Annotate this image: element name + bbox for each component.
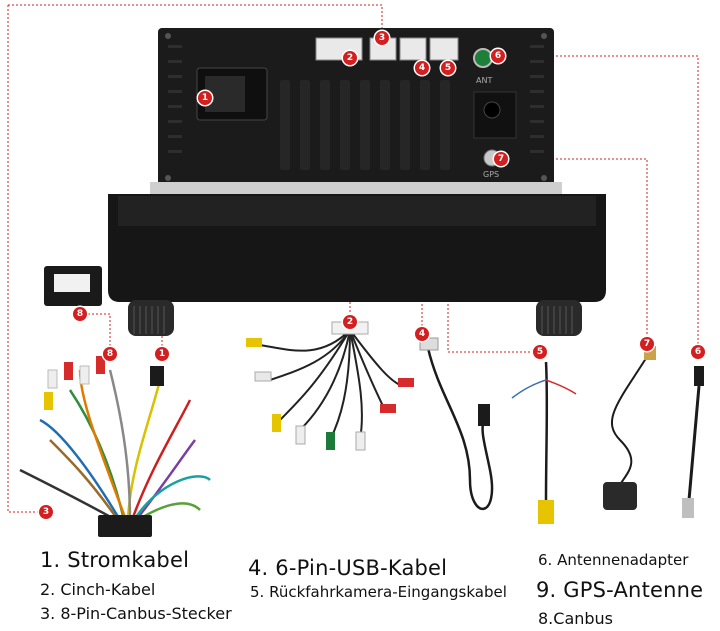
callout-badge: 3: [39, 505, 53, 519]
ant-port-label: ANT: [476, 76, 493, 85]
callout-badge: 2: [343, 51, 357, 65]
usb-cable: [426, 347, 494, 511]
gps-antenna: [603, 346, 656, 510]
head-unit-rear-housing: [158, 28, 554, 188]
callout-badge: 8: [103, 347, 117, 361]
rca-plugs: [246, 321, 414, 451]
power-harness: [19, 369, 211, 522]
caption-canbus-plug: 3. 8-Pin-Canbus-Stecker: [40, 604, 232, 623]
callout-badge: 4: [415, 327, 429, 341]
callout-badge: 5: [441, 61, 455, 75]
usb-plug: [478, 404, 490, 426]
caption-rca-cable: 2. Cinch-Kabel: [40, 580, 156, 599]
rca-plugs-power: [44, 356, 164, 410]
callout-badge: 7: [640, 337, 654, 351]
callout-badge: 1: [155, 347, 169, 361]
callout-badge: 3: [375, 31, 389, 45]
camera-cable: [511, 361, 577, 501]
canbus-box: [44, 266, 102, 306]
caption-power-cable: 1. Stromkabel: [40, 548, 190, 572]
head-unit-front-bezel: [108, 182, 606, 336]
callout-badge: 6: [491, 49, 505, 63]
camera-rca-plug: [538, 500, 554, 524]
caption-gps-antenna: 9. GPS-Antenne: [536, 578, 704, 602]
callout-badge: 4: [415, 61, 429, 75]
callout-badge: 1: [198, 91, 212, 105]
callout-badge: 2: [343, 315, 357, 329]
callout-badge: 5: [533, 345, 547, 359]
callout-badge: 6: [691, 345, 705, 359]
callout-badge: 7: [494, 152, 508, 166]
iso-plug: [98, 515, 152, 537]
caption-usb-cable: 4. 6-Pin-USB-Kabel: [248, 556, 448, 580]
caption-camera-cable: 5. Rückfahrkamera-Eingangskabel: [250, 583, 507, 601]
gps-port-label: GPS: [483, 170, 500, 179]
caption-canbus: 8.Canbus: [538, 609, 614, 628]
caption-antenna-adapter: 6. Antennenadapter: [538, 551, 689, 569]
callout-badge: 8: [73, 307, 87, 321]
antenna-adapter: [682, 366, 704, 518]
